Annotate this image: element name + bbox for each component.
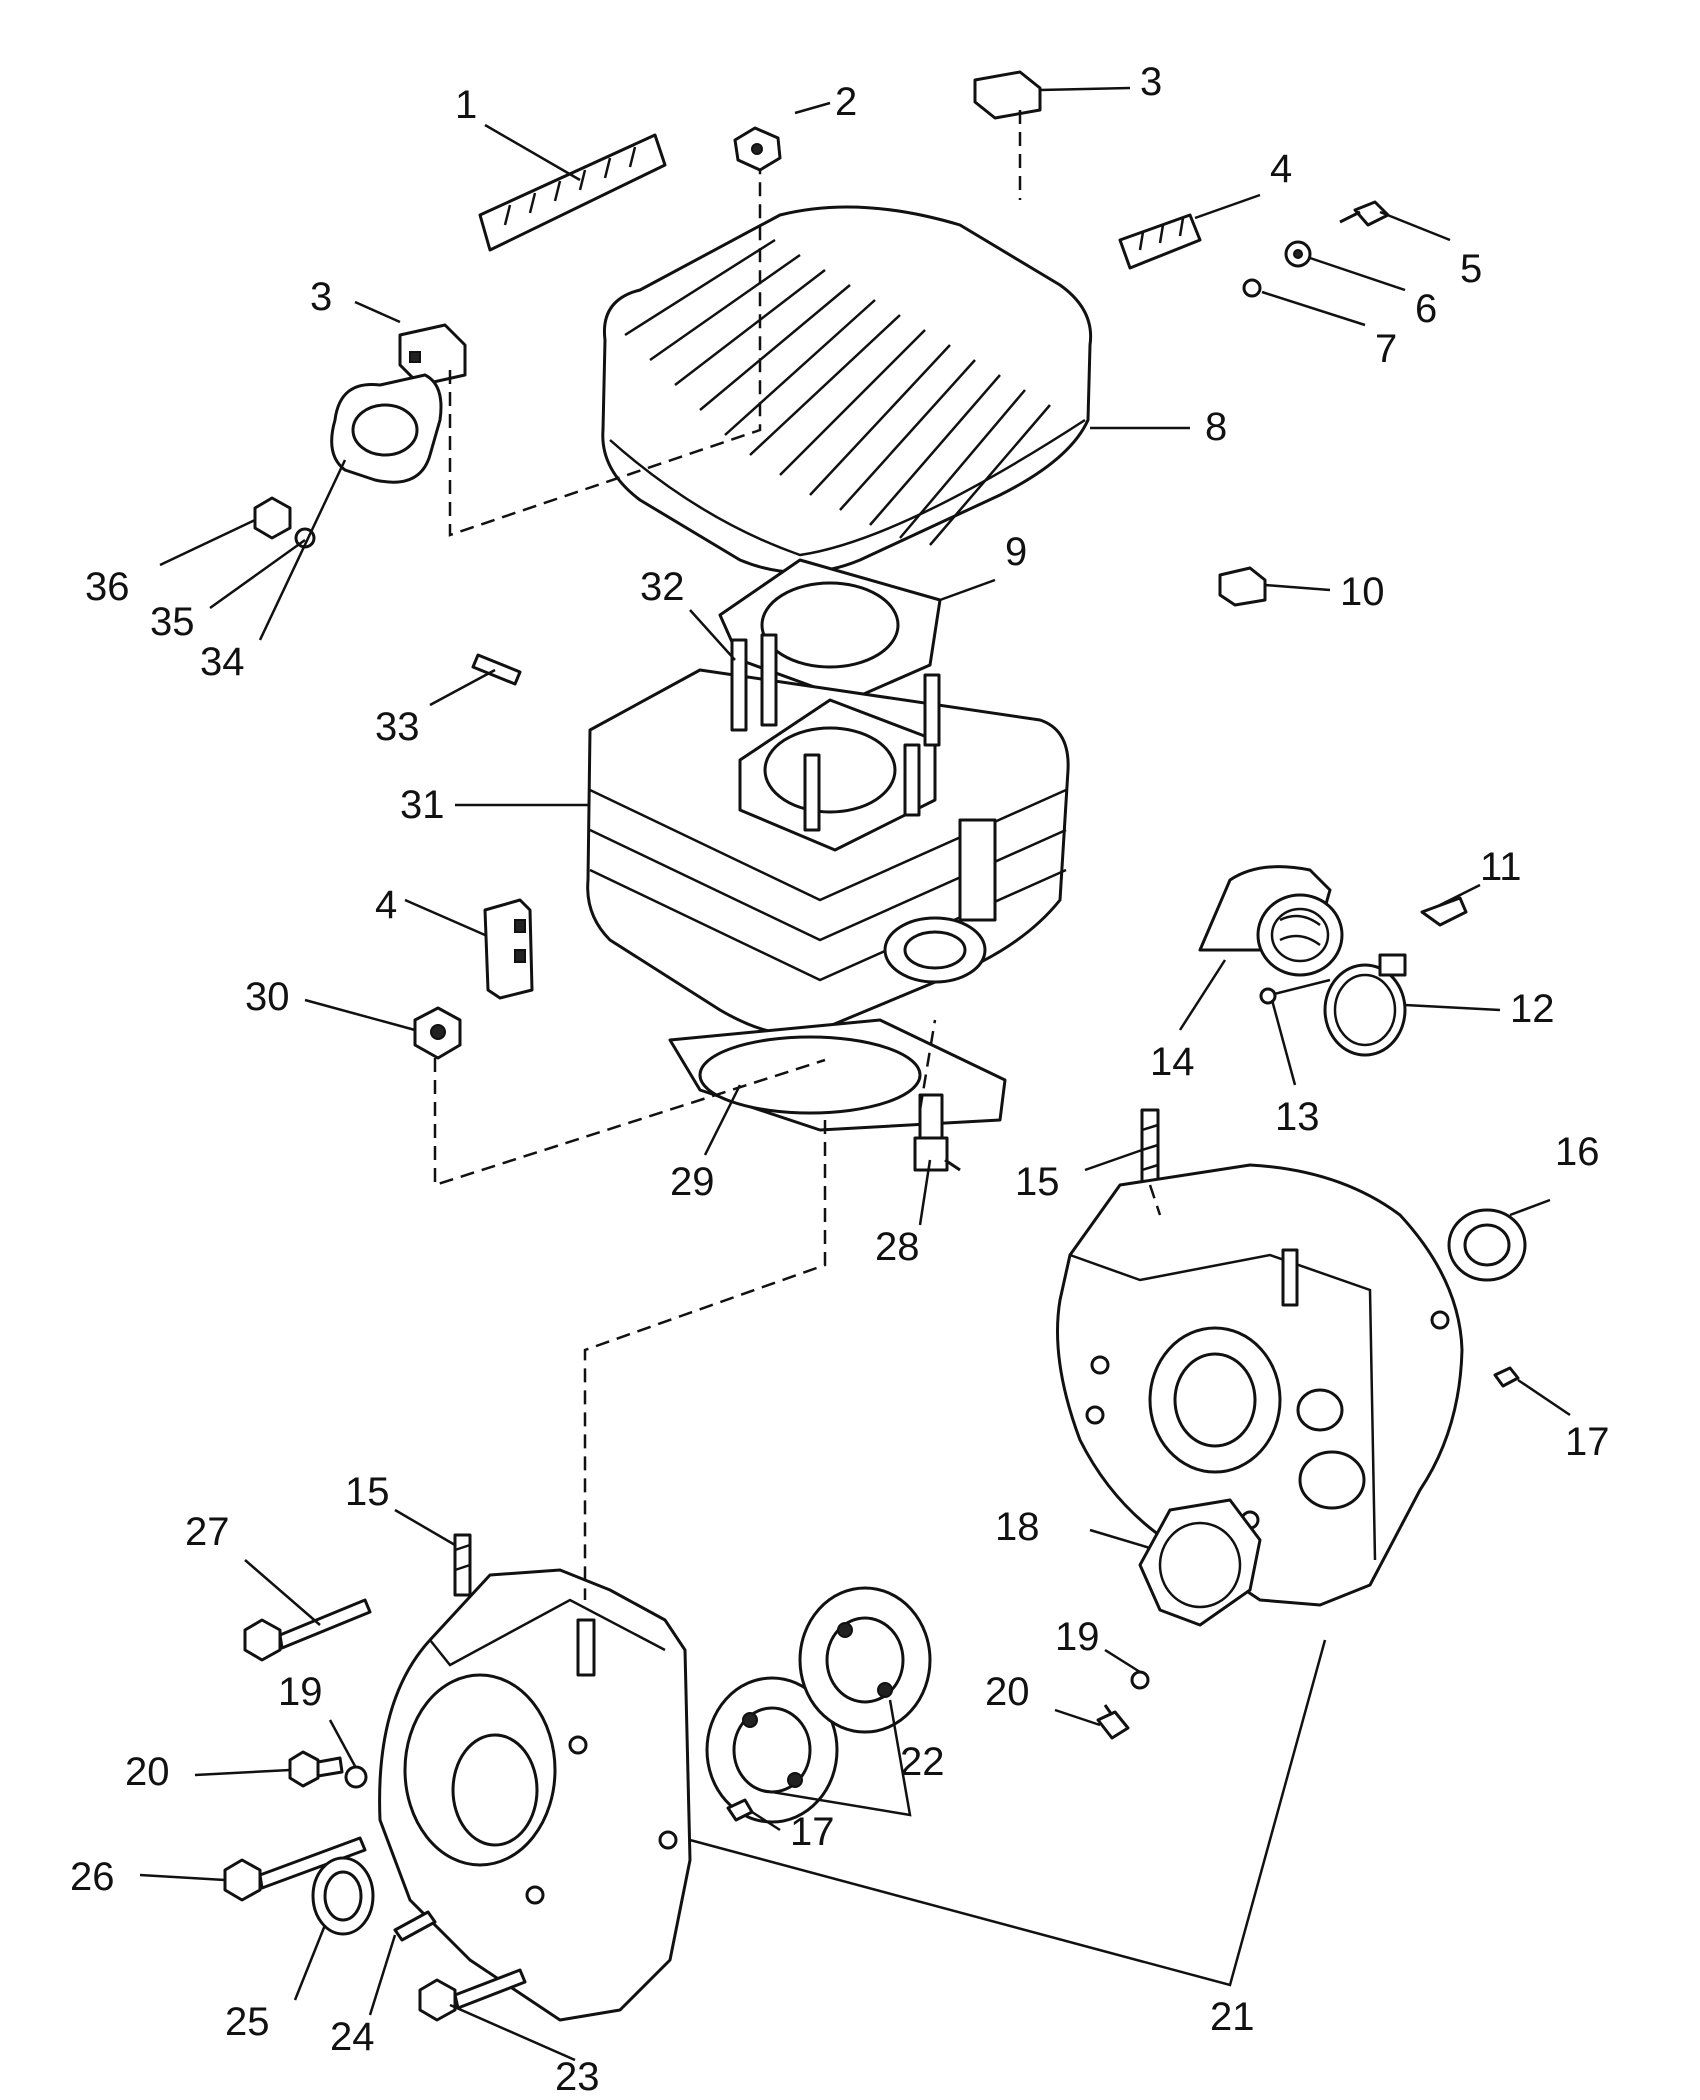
plate-washer xyxy=(1130,1670,1150,1690)
callout-19-right: 19 xyxy=(1055,1615,1100,1659)
assembly-lines xyxy=(433,110,1162,1600)
crankcase-bolt-short xyxy=(288,1750,344,1788)
callout-36: 36 xyxy=(85,565,130,609)
callout-20-right: 20 xyxy=(985,1670,1030,1714)
cylinder-head xyxy=(601,205,1093,574)
callout-11: 11 xyxy=(1480,845,1522,889)
callout-34: 34 xyxy=(200,640,245,684)
callout-26: 26 xyxy=(70,1855,115,1899)
callout-7: 7 xyxy=(1375,327,1397,371)
dowel-pin xyxy=(471,653,522,686)
callout-17-left: 17 xyxy=(790,1810,835,1854)
cylinder-nut xyxy=(413,1006,462,1060)
damper-block-top xyxy=(973,70,1042,120)
exhaust-nut xyxy=(253,496,292,540)
callout-35: 35 xyxy=(150,600,195,644)
crankcase-bolt-26 xyxy=(223,1836,367,1902)
intake-adapter xyxy=(1198,865,1344,977)
dowel-right xyxy=(1493,1366,1520,1388)
exhaust-gasket xyxy=(330,373,443,484)
callout-4-top: 4 xyxy=(1270,147,1292,191)
callout-16: 16 xyxy=(1555,1130,1600,1174)
head-washer-small xyxy=(1242,278,1262,298)
callout-30: 30 xyxy=(245,975,290,1019)
head-insulator-short xyxy=(1118,213,1202,270)
callout-27: 27 xyxy=(185,1510,230,1554)
callout-13: 13 xyxy=(1275,1095,1320,1139)
crankcase-stud-right xyxy=(1140,1108,1160,1187)
plate-bolt xyxy=(1096,1704,1130,1740)
callout-15-right: 15 xyxy=(1015,1160,1060,1204)
callout-5: 5 xyxy=(1460,247,1482,291)
base-gasket xyxy=(668,1018,1007,1132)
crank-seal-left xyxy=(311,1856,375,1936)
callout-15-left: 15 xyxy=(345,1470,390,1514)
callout-4-left: 4 xyxy=(375,883,397,927)
damper-block-left xyxy=(398,323,467,387)
head-washer-large xyxy=(1284,240,1312,268)
crankcase-washer-left xyxy=(344,1765,368,1789)
callout-3-left: 3 xyxy=(310,275,332,319)
cylinder xyxy=(586,668,1070,1036)
callout-20-left: 20 xyxy=(125,1750,170,1794)
callout-10: 10 xyxy=(1340,570,1385,614)
head-nut xyxy=(733,126,782,172)
callout-12: 12 xyxy=(1510,987,1555,1031)
callout-14: 14 xyxy=(1150,1040,1195,1084)
callout-28: 28 xyxy=(875,1225,920,1269)
callout-1: 1 xyxy=(455,83,477,127)
callout-9: 9 xyxy=(1005,530,1027,574)
callout-31: 31 xyxy=(400,783,445,827)
crankcase-bolt-23 xyxy=(418,1968,527,2022)
callout-21: 21 xyxy=(1210,1995,1255,2039)
callout-22: 22 xyxy=(900,1740,945,1784)
cylinder-studs xyxy=(730,633,941,832)
callout-19-left: 19 xyxy=(278,1670,323,1714)
callout-6: 6 xyxy=(1415,287,1437,331)
crankcase-bolt-long xyxy=(243,1598,372,1662)
crankcase-stud-left xyxy=(453,1533,472,1597)
callout-numbers: 1 2 3 3 4 4 5 6 7 8 9 10 11 12 13 14 15 … xyxy=(70,60,1610,2099)
callout-25: 25 xyxy=(225,2000,270,2044)
callout-23: 23 xyxy=(555,2055,600,2099)
leader-lines xyxy=(139,86,1571,2062)
crankcase-half-right xyxy=(1056,1163,1464,1607)
hose-clamp xyxy=(1323,953,1407,1057)
callout-3-top: 3 xyxy=(1140,60,1162,104)
clamp-screw xyxy=(1259,978,1331,1005)
crank-seal-right xyxy=(1447,1208,1527,1282)
callout-33: 33 xyxy=(375,705,420,749)
callout-29: 29 xyxy=(670,1160,715,1204)
damper-block-right xyxy=(1218,566,1267,607)
callout-24: 24 xyxy=(330,2015,375,2059)
callout-18: 18 xyxy=(995,1505,1040,1549)
callout-32: 32 xyxy=(640,565,685,609)
callout-2: 2 xyxy=(835,80,857,124)
crankcase-screw xyxy=(393,1910,437,1942)
callout-8: 8 xyxy=(1205,405,1227,449)
temperature-sensor xyxy=(913,1093,961,1172)
cover-plate xyxy=(1138,1498,1262,1627)
main-bearings xyxy=(705,1586,932,1824)
cylinder-insulator xyxy=(483,898,534,1000)
callout-17-right: 17 xyxy=(1565,1420,1610,1464)
crankcase-half-left xyxy=(378,1568,692,2022)
head-insulator-long xyxy=(478,133,667,252)
